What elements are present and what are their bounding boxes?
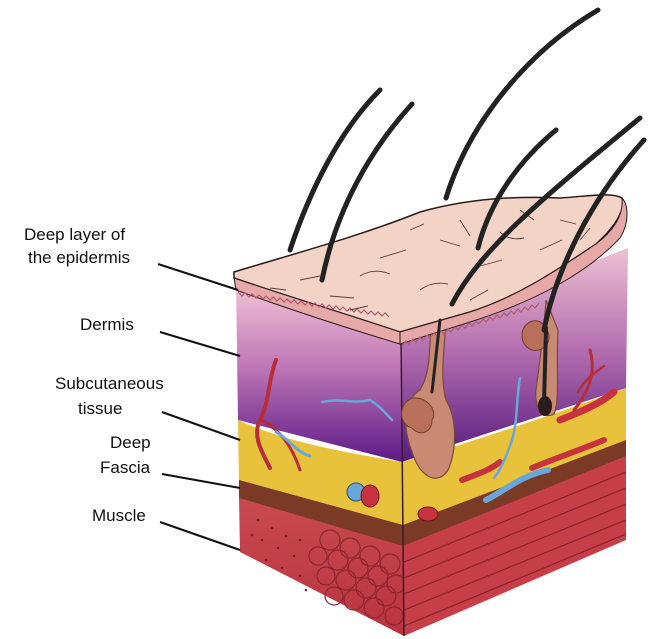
- label-epidermis-line1: Deep layer of: [24, 224, 125, 246]
- label-subcutaneous-line2: tissue: [78, 398, 122, 420]
- leader-line-muscle: [160, 522, 240, 550]
- label-epidermis-line2: the epidermis: [28, 247, 130, 269]
- leader-line-subcutaneous: [162, 412, 240, 440]
- leader-lines: [158, 264, 240, 550]
- label-subcutaneous-line1: Subcutaneous: [55, 373, 164, 395]
- label-muscle: Muscle: [92, 505, 146, 527]
- leader-line-fascia: [162, 474, 240, 488]
- label-fascia-line1: Deep: [110, 432, 151, 454]
- hair-root: [544, 328, 546, 404]
- leader-line-epidermis: [158, 264, 238, 290]
- label-fascia-line2: Fascia: [100, 457, 150, 479]
- leader-line-dermis: [160, 332, 240, 356]
- label-dermis: Dermis: [80, 314, 134, 336]
